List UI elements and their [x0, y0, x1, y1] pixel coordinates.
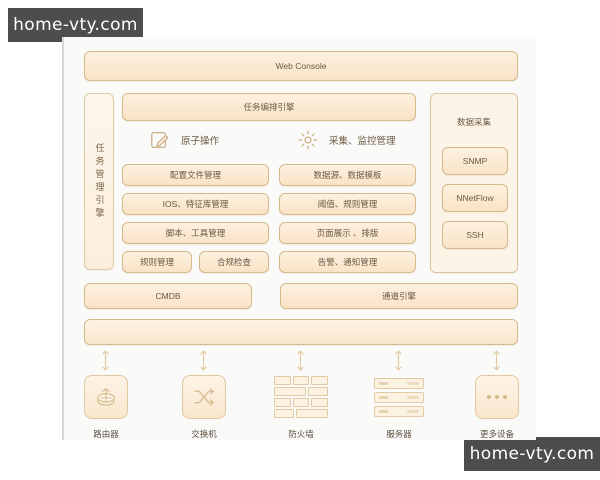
device-firewall: 防火墙 — [258, 375, 344, 440]
device-more-label: 更多设备 — [479, 429, 514, 439]
ios-signature-db-management-label: IOS、特征库管理 — [162, 198, 229, 209]
firewall-icon — [258, 375, 344, 419]
datasource-template-box: 数据源、数据模板 — [279, 164, 416, 186]
watermark-top-text: home-vty.com — [13, 15, 138, 35]
config-file-management-box: 配置文件管理 — [122, 164, 269, 186]
architecture-diagram: Web Console 任务管理引擎 任务编排引擎 原子操作 — [62, 37, 536, 440]
section-collection-monitoring-label: 采集、监控管理 — [329, 136, 396, 147]
channel-engine-label: 通道引擎 — [381, 290, 416, 301]
arrow-firewall — [296, 349, 305, 372]
section-collection-monitoring: 采集、监控管理 — [297, 129, 396, 151]
alarm-notification-management-box: 告警、通知管理 — [279, 251, 416, 273]
gear-icon — [297, 129, 319, 151]
device-server-label: 服务器 — [386, 429, 412, 439]
transport-layer-bar — [84, 319, 518, 345]
task-management-engine-label: 任务管理引擎 — [94, 142, 105, 221]
section-atomic-operations-label: 原子操作 — [181, 136, 220, 147]
script-tool-management-box: 脚本、工具管理 — [122, 222, 269, 244]
config-file-management-label: 配置文件管理 — [169, 169, 221, 180]
rule-management-box: 规则管理 — [122, 251, 192, 273]
arrow-more — [492, 349, 501, 372]
device-router-label: 路由器 — [93, 429, 119, 439]
alarm-notification-management-label: 告警、通知管理 — [317, 256, 378, 267]
cmdb-bar: CMDB — [84, 283, 252, 309]
data-collection-title: 数据采集 — [456, 117, 491, 127]
threshold-rule-management-label: 阈值、规则管理 — [317, 198, 378, 209]
rule-management-label: 规则管理 — [139, 256, 174, 267]
watermark-bottom-text: home-vty.com — [469, 444, 595, 464]
device-router: 路由器 — [63, 375, 149, 440]
server-icon — [356, 375, 442, 419]
ssh-label: SSH — [466, 229, 484, 240]
channel-engine-bar: 通道引擎 — [280, 283, 518, 309]
watermark-bottom: home-vty.com — [464, 437, 600, 471]
section-atomic-operations: 原子操作 — [149, 129, 219, 151]
datasource-template-label: 数据源、数据模板 — [313, 169, 382, 180]
compliance-check-label: 合规检查 — [216, 256, 251, 267]
device-more: 更多设备 — [454, 375, 540, 440]
web-console-bar: Web Console — [84, 51, 518, 81]
pencil-square-icon — [149, 129, 171, 151]
more-icon — [475, 375, 519, 419]
device-switch-label: 交换机 — [191, 429, 217, 439]
cmdb-label: CMDB — [155, 290, 181, 301]
web-console-label: Web Console — [275, 60, 327, 71]
watermark-top: home-vty.com — [8, 8, 143, 42]
threshold-rule-management-box: 阈值、规则管理 — [279, 193, 416, 215]
device-switch: 交换机 — [161, 375, 247, 440]
script-tool-management-label: 脚本、工具管理 — [165, 227, 226, 238]
router-icon — [84, 375, 128, 419]
switch-icon — [182, 375, 226, 419]
device-server: 服务器 — [356, 375, 442, 440]
task-management-engine-rail: 任务管理引擎 — [84, 93, 114, 270]
compliance-check-box: 合规检查 — [199, 251, 269, 273]
arrow-router — [101, 349, 110, 372]
arrow-switch — [199, 349, 208, 372]
netflow-box: NNetFlow — [442, 184, 508, 212]
arrow-server — [394, 349, 403, 372]
snmp-label: SNMP — [462, 155, 488, 166]
device-firewall-label: 防火墙 — [288, 429, 314, 439]
data-collection-panel: 数据采集 SNMP NNetFlow SSH — [430, 93, 518, 273]
ssh-box: SSH — [442, 221, 508, 249]
snmp-box: SNMP — [442, 147, 508, 175]
ios-signature-db-management-box: IOS、特征库管理 — [122, 193, 269, 215]
netflow-label: NNetFlow — [456, 192, 494, 203]
orchestration-engine-bar: 任务编排引擎 — [122, 93, 416, 121]
page-display-layout-label: 页面展示 、排版 — [316, 227, 379, 238]
orchestration-engine-label: 任务编排引擎 — [243, 101, 295, 112]
page-display-layout-box: 页面展示 、排版 — [279, 222, 416, 244]
